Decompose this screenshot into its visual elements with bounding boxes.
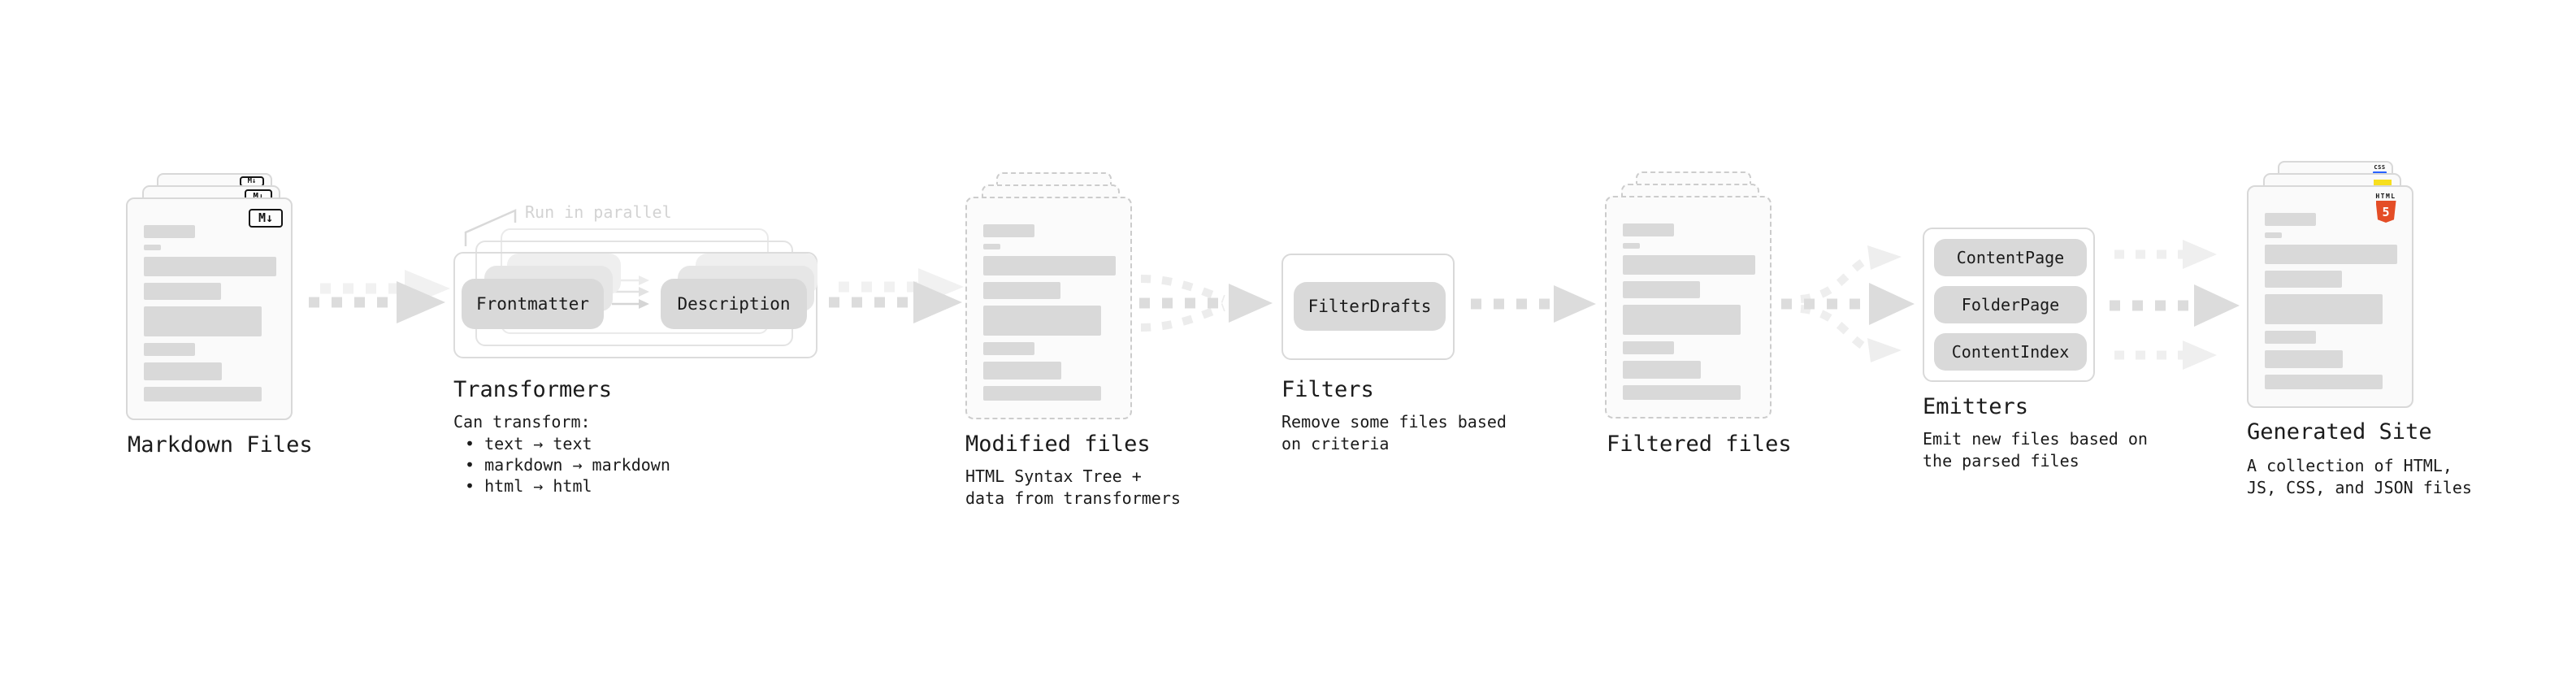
text-line-bar: [983, 256, 1116, 275]
transformer-frame-front: [453, 252, 817, 358]
text-line-bar: [2265, 375, 2383, 389]
document-text-bars: [1623, 223, 1755, 400]
document-text-bars: [983, 224, 1116, 401]
transformers-bullet: • html → html: [465, 476, 592, 496]
flow-arrow-transformers-to-modified-ghost-icon: [839, 268, 964, 306]
filtered-files-title: Filtered files: [1607, 432, 1792, 457]
html5-icon: HTML 5: [2370, 193, 2402, 223]
content-page-pill: ContentPage: [1934, 239, 2087, 276]
flow-arrow-emitters-bottom-icon: [2114, 340, 2217, 370]
text-line-bar: [144, 387, 262, 401]
transformers-bullet: • markdown → markdown: [465, 455, 670, 475]
text-line-bar: [1623, 243, 1640, 249]
text-line-bar: [983, 386, 1101, 401]
filtered-files-stack: [1605, 171, 1772, 420]
text-line-bar: [1623, 281, 1700, 298]
generated-site-description: A collection of HTML, JS, CSS, and JSON …: [2247, 455, 2472, 499]
markdown-icon: M↓: [249, 209, 283, 228]
html-file-card: HTML 5: [2247, 185, 2413, 408]
text-line-bar: [144, 306, 262, 336]
emitters-title: Emitters: [1923, 394, 2029, 419]
text-line-bar: [2265, 350, 2343, 368]
text-line-bar: [144, 257, 276, 276]
filters-panel: FilterDrafts: [1281, 254, 1455, 360]
text-line-bar: [983, 362, 1061, 380]
generated-site-desc-line: A collection of HTML,: [2247, 456, 2452, 475]
text-line-bar: [2265, 331, 2316, 344]
filter-drafts-pill: FilterDrafts: [1294, 282, 1446, 331]
modified-files-desc-line: HTML Syntax Tree +: [965, 466, 1142, 486]
markdown-file-card: M↓: [126, 197, 293, 420]
emitters-panel: ContentPage FolderPage ContentIndex: [1923, 228, 2095, 382]
generated-site-title: Generated Site: [2247, 419, 2432, 445]
modified-files-description: HTML Syntax Tree + data from transformer…: [965, 466, 1181, 510]
modified-files-title: Modified files: [965, 432, 1151, 457]
folder-page-pill: FolderPage: [1934, 286, 2087, 323]
split-arrow-filtered-to-emitters-icon: [1781, 245, 1915, 362]
text-line-bar: [983, 342, 1034, 355]
text-line-bar: [1623, 385, 1741, 400]
html5-shield: 5: [2375, 201, 2396, 223]
text-line-bar: [1623, 361, 1701, 379]
document-text-bars: [144, 225, 276, 401]
transformers-bullet: • text → text: [465, 434, 592, 453]
generated-site-stack: CSS HTML 5: [2247, 161, 2413, 410]
emitters-description: Emit new files based on the parsed files: [1923, 428, 2148, 472]
text-line-bar: [2265, 294, 2383, 324]
html5-badge-number: 5: [2382, 204, 2390, 219]
text-line-bar: [1623, 341, 1674, 354]
text-line-bar: [983, 282, 1060, 299]
filtered-file-card: [1605, 196, 1772, 419]
flow-arrow-transformers-to-modified-icon: [829, 281, 962, 323]
text-line-bar: [144, 245, 161, 250]
modified-file-card: [965, 197, 1132, 419]
filters-desc-line: Remove some files based: [1281, 412, 1507, 432]
markdown-files-stack: M↓ M↓ M↓: [126, 173, 293, 422]
document-text-bars: [2265, 213, 2397, 389]
text-line-bar: [2265, 232, 2282, 238]
text-line-bar: [2265, 271, 2342, 288]
html5-badge-word: HTML: [2375, 193, 2396, 200]
text-line-bar: [1623, 223, 1674, 236]
filters-desc-line: on criteria: [1281, 434, 1390, 453]
content-index-pill: ContentIndex: [1934, 333, 2087, 371]
flow-arrow-emitters-middle-icon: [2110, 284, 2240, 327]
filters-title: Filters: [1281, 377, 1374, 402]
flow-arrow-filters-to-filtered-icon: [1471, 285, 1596, 323]
text-line-bar: [144, 283, 221, 300]
transformers-description: Can transform: • text → text • markdown …: [453, 411, 670, 497]
emitters-desc-line: the parsed files: [1923, 451, 2079, 471]
text-line-bar: [1623, 305, 1741, 335]
emitters-desc-line: Emit new files based on: [1923, 429, 2148, 449]
text-line-bar: [983, 224, 1034, 237]
text-line-bar: [144, 362, 222, 380]
flow-arrow-markdown-to-transformers-ghost-icon: [320, 270, 450, 307]
text-line-bar: [2265, 245, 2397, 264]
filters-description: Remove some files based on criteria: [1281, 411, 1507, 455]
flow-arrow-emitters-top-icon: [2114, 240, 2217, 269]
text-line-bar: [983, 244, 1000, 249]
frontmatter-pill: Frontmatter: [462, 279, 604, 329]
css-badge-label: CSS: [2374, 164, 2386, 171]
text-line-bar: [144, 343, 195, 356]
flow-arrow-markdown-to-transformers-icon: [309, 281, 445, 323]
modified-files-desc-line: data from transformers: [965, 488, 1181, 508]
modified-files-stack: [965, 172, 1132, 421]
generated-site-desc-line: JS, CSS, and JSON files: [2247, 478, 2472, 497]
text-line-bar: [144, 225, 195, 238]
run-in-parallel-label: Run in parallel: [525, 202, 672, 222]
transformers-title: Transformers: [453, 377, 613, 402]
description-pill: Description: [661, 279, 807, 329]
markdown-files-title: Markdown Files: [128, 432, 313, 458]
merge-arrow-modified-to-filters-icon: [1139, 275, 1273, 332]
transformers-desc-heading: Can transform:: [453, 412, 591, 432]
text-line-bar: [1623, 255, 1755, 275]
text-line-bar: [983, 306, 1101, 336]
text-line-bar: [2265, 213, 2316, 226]
js-icon: [2374, 180, 2392, 189]
